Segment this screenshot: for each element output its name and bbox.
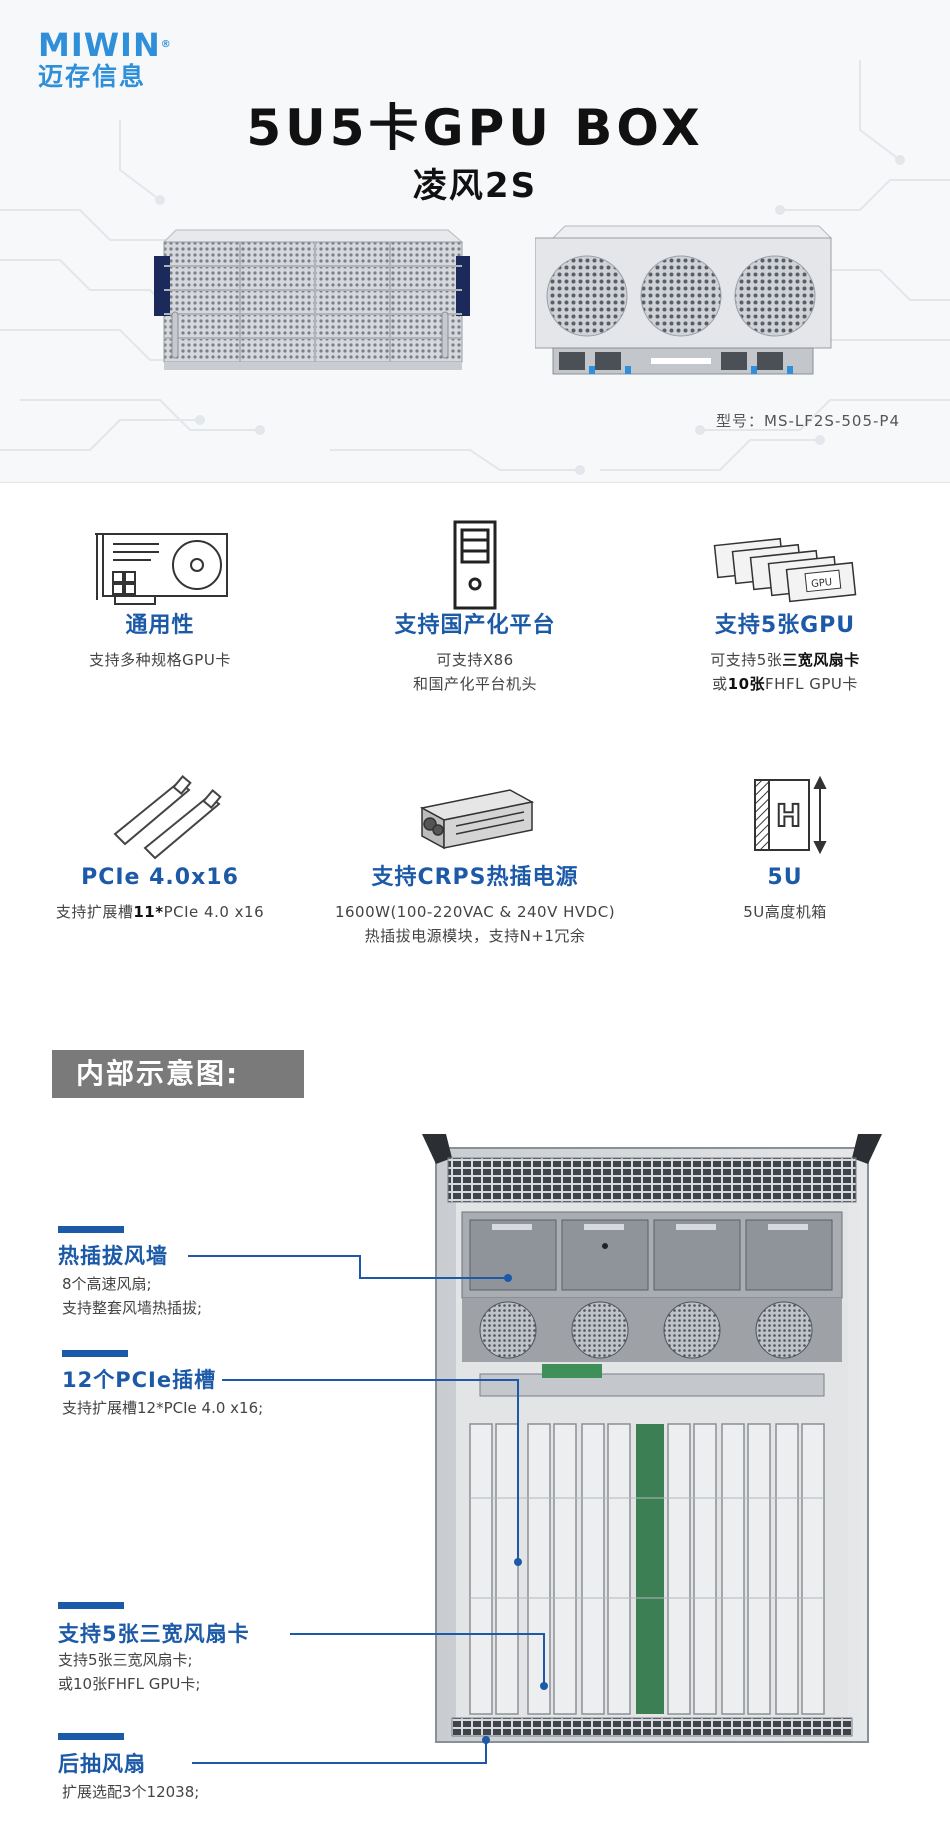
feature-title: 通用性	[125, 613, 195, 638]
callout-gpu-cards-title: 支持5张三宽风扇卡	[58, 1622, 250, 1646]
callout-rear-fan-desc: 扩展选配3个12038;	[62, 1783, 200, 1801]
section-title: 内部示意图:	[52, 1050, 304, 1098]
callout-accent-bar	[58, 1733, 124, 1740]
gpu-card-icon	[95, 533, 228, 605]
callout-accent-bar	[62, 1350, 128, 1357]
callout-fan-wall-desc: 8个高速风扇;支持整套风墙热插拔;	[62, 1275, 203, 1317]
logo-mark: MIWIN®	[38, 26, 172, 64]
tower-case-icon	[453, 520, 497, 610]
feature-title: 支持国产化平台	[394, 613, 556, 638]
feature-five-gpu: GPU 支持5张GPU 可支持5张三宽风扇卡 或10张FHFL GPU卡	[635, 520, 935, 696]
callout-rear-fan-title: 后抽风扇	[58, 1752, 146, 1776]
product-name: 凌风2S	[412, 166, 538, 206]
callout-pcie-slots-title: 12个PCIe插槽	[62, 1368, 217, 1392]
server-front-image	[154, 229, 470, 370]
feature-title: 5U	[767, 865, 803, 890]
callout-pcie-slots-desc: 支持扩展槽12*PCIe 4.0 x16;	[62, 1399, 264, 1417]
svg-text:GPU: GPU	[811, 577, 833, 590]
feature-pcie: PCIe 4.0x16 支持扩展槽11*PCIe 4.0 x16	[10, 772, 310, 924]
feature-desc: 1600W(100-220VAC & 240V HVDC)热插拔电源模块，支持N…	[334, 903, 616, 945]
server-rear-image	[535, 225, 833, 375]
feature-5u: H 5U 5U高度机箱	[635, 772, 935, 924]
svg-text:H: H	[776, 799, 801, 834]
chassis-internal-image	[422, 1134, 882, 1743]
feature-title: 支持CRPS热插电源	[371, 865, 579, 890]
pcie-slot-icon	[113, 775, 222, 860]
callout-accent-bar	[58, 1602, 124, 1609]
power-supply-icon	[419, 789, 535, 850]
brand-logo[interactable]: MIWIN® 迈存信息	[38, 28, 172, 92]
model-number: 型号：MS-LF2S-505-P4	[716, 412, 900, 430]
feature-compatibility: 通用性 支持多种规格GPU卡	[10, 520, 310, 672]
hero-banner: MIWIN® 迈存信息 5U5卡GPU BOX 凌风2S	[0, 0, 950, 483]
gpu-stack-icon: GPU	[713, 537, 857, 603]
callout-fan-wall-title: 热插拔风墙	[58, 1244, 168, 1268]
feature-title: 支持5张GPU	[714, 613, 856, 638]
logo-chinese-name: 迈存信息	[38, 62, 147, 91]
feature-crps-psu: 支持CRPS热插电源 1600W(100-220VAC & 240V HVDC)…	[325, 772, 625, 948]
feature-desc: 可支持5张三宽风扇卡 或10张FHFL GPU卡	[710, 651, 860, 693]
callout-accent-bar	[58, 1226, 124, 1233]
callout-gpu-cards-desc: 支持5张三宽风扇卡;或10张FHFL GPU卡;	[58, 1651, 201, 1693]
feature-title: PCIe 4.0x16	[81, 865, 239, 890]
feature-desc: 支持扩展槽11*PCIe 4.0 x16	[55, 903, 265, 921]
feature-desc: 支持多种规格GPU卡	[89, 651, 231, 669]
feature-desc: 5U高度机箱	[743, 903, 827, 921]
page-title: 5U5卡GPU BOX	[246, 99, 704, 157]
height-5u-icon: H	[754, 775, 827, 855]
